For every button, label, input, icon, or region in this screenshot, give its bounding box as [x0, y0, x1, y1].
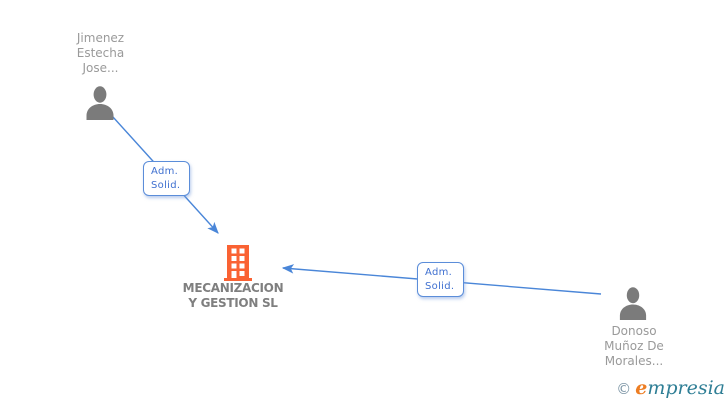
brand-initial: e	[635, 377, 648, 399]
empresia-logo[interactable]: © empresia	[616, 377, 725, 399]
person2-name-line2: Muñoz De	[604, 339, 664, 353]
person1-name-line3: Jose...	[82, 61, 119, 75]
company-name-label: MECANIZACION Y GESTION SL	[173, 281, 293, 311]
person-icon	[617, 287, 649, 324]
brand-name: empresia	[635, 377, 725, 399]
building-icon	[224, 245, 252, 285]
company-name-line2: Y GESTION SL	[188, 296, 278, 310]
edge2-label-adm-solid: Adm. Solid.	[417, 262, 464, 297]
person2-name-line1: Donoso	[611, 324, 657, 338]
person1-name-line1: Jimenez	[76, 31, 125, 45]
edge1-label-line1: Adm.	[151, 166, 179, 177]
edge1-label-line2: Solid.	[151, 180, 181, 191]
edge2-label-line2: Solid.	[425, 281, 455, 292]
person2-name-label: Donoso Muñoz De Morales...	[581, 324, 687, 369]
person1-name-line2: Estecha	[76, 46, 125, 60]
edge2-label-line1: Adm.	[425, 267, 453, 278]
copyright-icon: ©	[616, 380, 632, 398]
person-icon	[84, 86, 116, 124]
person1-name-label: Jimenez Estecha Jose...	[48, 31, 153, 76]
company-name-line1: MECANIZACION	[182, 281, 284, 295]
edge1-label-adm-solid: Adm. Solid.	[143, 161, 190, 196]
brand-rest: mpresia	[647, 377, 725, 399]
person2-name-line3: Morales...	[604, 354, 664, 368]
